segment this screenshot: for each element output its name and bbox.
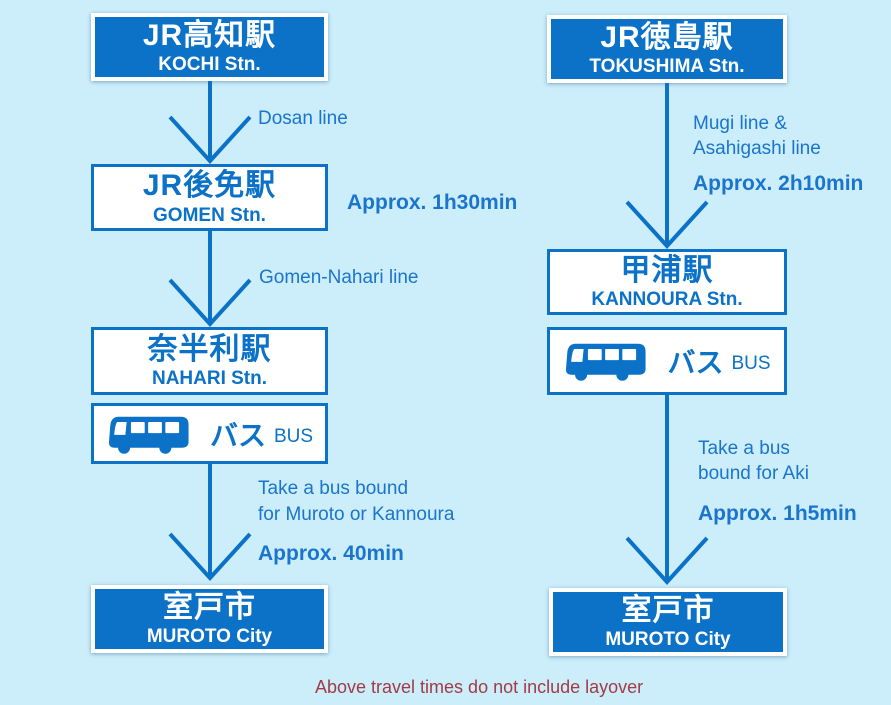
bus-icon — [108, 416, 189, 454]
rail-line-label: Dosan line — [258, 108, 348, 129]
down-arrow-icon — [625, 395, 709, 585]
station-name-ja: 奈半利駅 — [147, 332, 272, 366]
rail-line-label-line1: Mugi line & — [693, 113, 787, 134]
station-name-en: TOKUSHIMA Stn. — [589, 56, 745, 78]
down-arrow-icon — [625, 83, 709, 249]
station-name-en: KANNOURA Stn. — [591, 289, 743, 311]
bus-label-en: BUS — [273, 425, 314, 447]
destination-box-muroto-left: 室戸市 MUROTO City — [91, 585, 328, 653]
down-arrow-icon — [168, 231, 252, 327]
station-name-ja: JR後免駅 — [142, 169, 277, 203]
bus-label-en: BUS — [731, 353, 771, 374]
duration-label: Approx. 1h30min — [347, 191, 518, 214]
city-name-en: MUROTO City — [146, 626, 273, 648]
bus-note-line2: for Muroto or Kannoura — [258, 504, 455, 525]
city-name-en: MUROTO City — [605, 629, 731, 651]
duration-label: Approx. 40min — [258, 542, 404, 565]
bus-note-line1: Take a bus — [698, 438, 790, 459]
bus-transfer-box: バス BUS — [91, 403, 328, 464]
bus-note-line2: bound for Aki — [698, 463, 809, 484]
down-arrow-icon — [168, 464, 252, 581]
station-box-tokushima: JR徳島駅 TOKUSHIMA Stn. — [547, 15, 787, 83]
station-box-kannoura: 甲浦駅 KANNOURA Stn. — [547, 249, 787, 315]
bus-note-line1: Take a bus bound — [258, 478, 409, 499]
down-arrow-icon — [168, 81, 252, 164]
duration-label: Approx. 2h10min — [693, 172, 864, 195]
city-name-ja: 室戸市 — [163, 590, 256, 624]
bus-label-ja: バス — [667, 347, 724, 378]
destination-box-muroto-right: 室戸市 MUROTO City — [549, 588, 787, 656]
station-name-ja: JR徳島駅 — [600, 20, 734, 54]
station-box-nahari: 奈半利駅 NAHARI Stn. — [91, 327, 328, 395]
station-name-ja: 甲浦駅 — [620, 253, 714, 287]
station-name-en: GOMEN Stn. — [153, 204, 266, 226]
rail-line-label: Gomen-Nahari line — [259, 267, 419, 288]
rail-line-label-line2: Asahigashi line — [693, 138, 821, 159]
station-name-en: KOCHI Stn. — [158, 54, 261, 76]
travel-time-note: Above travel times do not include layove… — [315, 677, 644, 697]
bus-icon — [566, 343, 647, 381]
station-name-en: NAHARI Stn. — [151, 368, 268, 390]
station-box-kochi: JR高知駅 KOCHI Stn. — [91, 13, 328, 81]
station-box-gomen: JR後免駅 GOMEN Stn. — [91, 164, 328, 231]
duration-label: Approx. 1h5min — [698, 502, 857, 525]
city-name-ja: 室戸市 — [621, 593, 715, 627]
station-name-ja: JR高知駅 — [142, 18, 277, 52]
bus-label-ja: バス — [209, 419, 266, 451]
bus-transfer-box: バス BUS — [547, 327, 787, 395]
